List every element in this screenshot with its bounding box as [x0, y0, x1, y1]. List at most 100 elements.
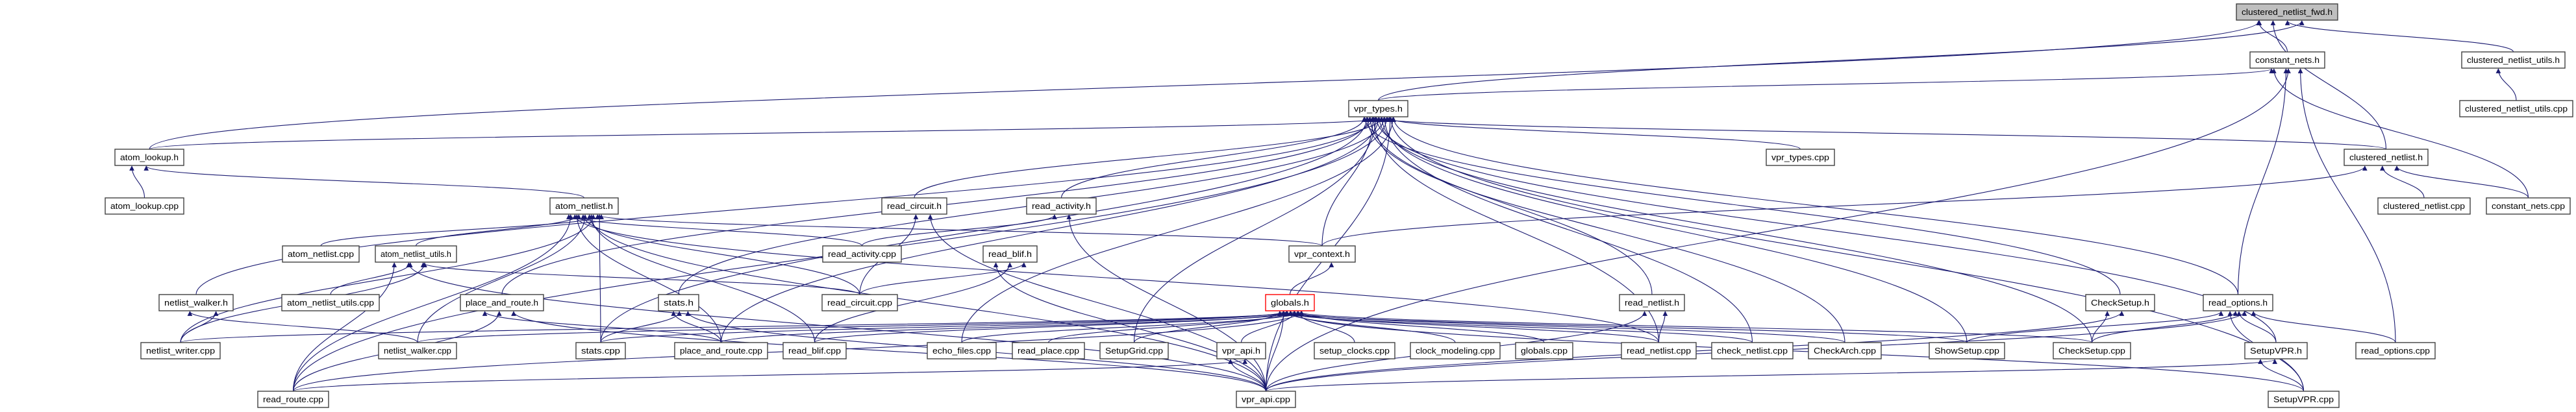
node-clustered-netlist-cpp[interactable]: clustered_netlist.cpp	[2377, 197, 2471, 215]
include-edge	[1265, 359, 2277, 392]
node-atom-netlist-h[interactable]: atom_netlist.h	[549, 197, 619, 215]
include-edge	[2495, 68, 2517, 101]
node-box	[1236, 391, 1296, 408]
node-label: CheckSetup.h	[2091, 298, 2149, 308]
include-edge	[2284, 20, 2514, 53]
node-clustered-netlist-fwd-h[interactable]: clustered_netlist_fwd.h	[2236, 3, 2338, 21]
node-checksetup-h[interactable]: CheckSetup.h	[2085, 294, 2155, 311]
node-clustered-netlist-utils-h[interactable]: clustered_netlist_utils.h	[2461, 51, 2566, 69]
node-label: read_place.cpp	[1018, 346, 1079, 356]
node-netlist-writer-cpp[interactable]: netlist_writer.cpp	[140, 342, 221, 359]
include-edge	[566, 214, 863, 247]
node-box	[1766, 149, 1835, 166]
include-edge	[1277, 311, 1753, 343]
include-edge	[1133, 117, 1379, 343]
include-edge	[292, 262, 397, 392]
node-netlist-walker-h[interactable]: netlist_walker.h	[158, 294, 234, 311]
include-edge	[2258, 359, 2305, 392]
node-box	[2085, 294, 2155, 311]
node-read-circuit-h[interactable]: read_circuit.h	[881, 197, 947, 215]
node-atom-netlist-cpp[interactable]: atom_netlist.cpp	[282, 245, 360, 263]
node-checksetup-cpp[interactable]: CheckSetup.cpp	[2053, 342, 2131, 359]
node-label: SetupVPR.cpp	[2273, 394, 2334, 404]
node-read-blif-cpp[interactable]: read_blif.cpp	[782, 342, 847, 359]
node-label: read_blif.h	[988, 249, 1032, 259]
node-constant-nets-cpp[interactable]: constant_nets.cpp	[2486, 197, 2571, 215]
node-check-netlist-cpp[interactable]: check_netlist.cpp	[1711, 342, 1794, 359]
node-setupvpr-cpp[interactable]: SetupVPR.cpp	[2268, 391, 2340, 408]
node-read-netlist-h[interactable]: read_netlist.h	[1619, 294, 1685, 311]
node-read-activity-h[interactable]: read_activity.h	[1026, 197, 1097, 215]
node-read-route-cpp[interactable]: read_route.cpp	[257, 391, 329, 408]
node-setupvpr-h[interactable]: SetupVPR.h	[2244, 342, 2308, 359]
node-showsetup-cpp[interactable]: ShowSetup.cpp	[1929, 342, 2005, 359]
include-edge	[420, 262, 860, 295]
include-edge	[1391, 117, 2239, 295]
node-read-place-cpp[interactable]: read_place.cpp	[1012, 342, 1085, 359]
node-label: vpr_types.h	[1354, 104, 1403, 114]
node-setupgrid-cpp[interactable]: SetupGrid.cpp	[1099, 342, 1169, 359]
node-box	[2459, 100, 2573, 117]
node-label: place_and_route.h	[466, 298, 538, 308]
include-edge	[1362, 117, 2121, 295]
include-edge	[720, 311, 1301, 343]
include-edge	[482, 311, 722, 343]
node-read-netlist-cpp[interactable]: read_netlist.cpp	[1621, 342, 1697, 359]
include-edge	[1289, 262, 1334, 295]
node-netlist-walker-cpp[interactable]: netlist_walker.cpp	[378, 342, 457, 359]
include-edge	[1265, 68, 2291, 392]
node-read-options-h[interactable]: read_options.h	[2203, 294, 2273, 311]
node-box	[1619, 294, 1685, 311]
node-globals-h[interactable]: globals.h	[1265, 294, 1315, 311]
node-read-activity-cpp[interactable]: read_activity.cpp	[822, 245, 902, 263]
node-constant-nets-h[interactable]: constant_nets.h	[2249, 51, 2325, 69]
include-edge	[1281, 311, 1968, 343]
node-box	[1808, 342, 1882, 359]
node-vpr-api-h[interactable]: vpr_api.h	[1216, 342, 1266, 359]
node-vpr-api-cpp[interactable]: vpr_api.cpp	[1236, 391, 1296, 408]
node-label: atom_lookup.cpp	[110, 201, 179, 211]
node-atom-lookup-h[interactable]: atom_lookup.h	[114, 149, 184, 166]
node-place-and-route-cpp[interactable]: place_and_route.cpp	[674, 342, 768, 359]
node-box	[2236, 3, 2338, 21]
node-label: atom_netlist_utils.h	[381, 249, 451, 259]
node-atom-lookup-cpp[interactable]: atom_lookup.cpp	[105, 197, 184, 215]
node-vpr-context-h[interactable]: vpr_context.h	[1288, 245, 1356, 263]
node-atom-netlist-utils-cpp[interactable]: atom_netlist_utils.cpp	[281, 294, 380, 311]
include-edge	[814, 262, 1013, 343]
include-edge	[588, 214, 816, 343]
include-edge	[1368, 117, 1653, 295]
node-label: clustered_netlist.h	[2349, 152, 2423, 162]
node-box	[2249, 51, 2325, 69]
node-clock-modeling-cpp[interactable]: clock_modeling.cpp	[1410, 342, 1501, 359]
include-edge	[914, 117, 1384, 199]
node-atom-netlist-utils-h[interactable]: atom_netlist_utils.h	[375, 245, 457, 263]
node-stats-h[interactable]: stats.h	[658, 294, 699, 311]
node-clustered-netlist-utils-cpp[interactable]: clustered_netlist_utils.cpp	[2459, 100, 2573, 117]
node-read-circuit-cpp[interactable]: read_circuit.cpp	[821, 294, 898, 311]
include-edge	[1133, 311, 1282, 343]
node-read-blif-h[interactable]: read_blif.h	[982, 245, 1038, 263]
node-clustered-netlist-h[interactable]: clustered_netlist.h	[2344, 149, 2429, 166]
node-vpr-types-h[interactable]: vpr_types.h	[1348, 100, 1408, 117]
include-edge	[292, 359, 1247, 392]
node-label: CheckArch.cpp	[1814, 346, 1876, 356]
node-checkarch-cpp[interactable]: CheckArch.cpp	[1808, 342, 1882, 359]
node-place-and-route-h[interactable]: place_and_route.h	[460, 294, 544, 311]
node-stats-cpp[interactable]: stats.cpp	[575, 342, 626, 359]
include-edge	[814, 311, 1290, 343]
node-box	[375, 245, 457, 263]
node-box	[105, 197, 184, 215]
include-edge	[859, 262, 1027, 295]
node-label: globals.cpp	[1521, 346, 1568, 356]
node-box	[1216, 342, 1266, 359]
node-echo-files-cpp[interactable]: echo_files.cpp	[927, 342, 997, 359]
node-setup-clocks-cpp[interactable]: setup_clocks.cpp	[1314, 342, 1395, 359]
node-label: atom_lookup.h	[120, 152, 179, 162]
node-read-options-cpp[interactable]: read_options.cpp	[2355, 342, 2436, 359]
node-vpr-types-cpp[interactable]: vpr_types.cpp	[1766, 149, 1835, 166]
node-globals-cpp[interactable]: globals.cpp	[1515, 342, 1573, 359]
include-edge	[2251, 311, 2396, 343]
